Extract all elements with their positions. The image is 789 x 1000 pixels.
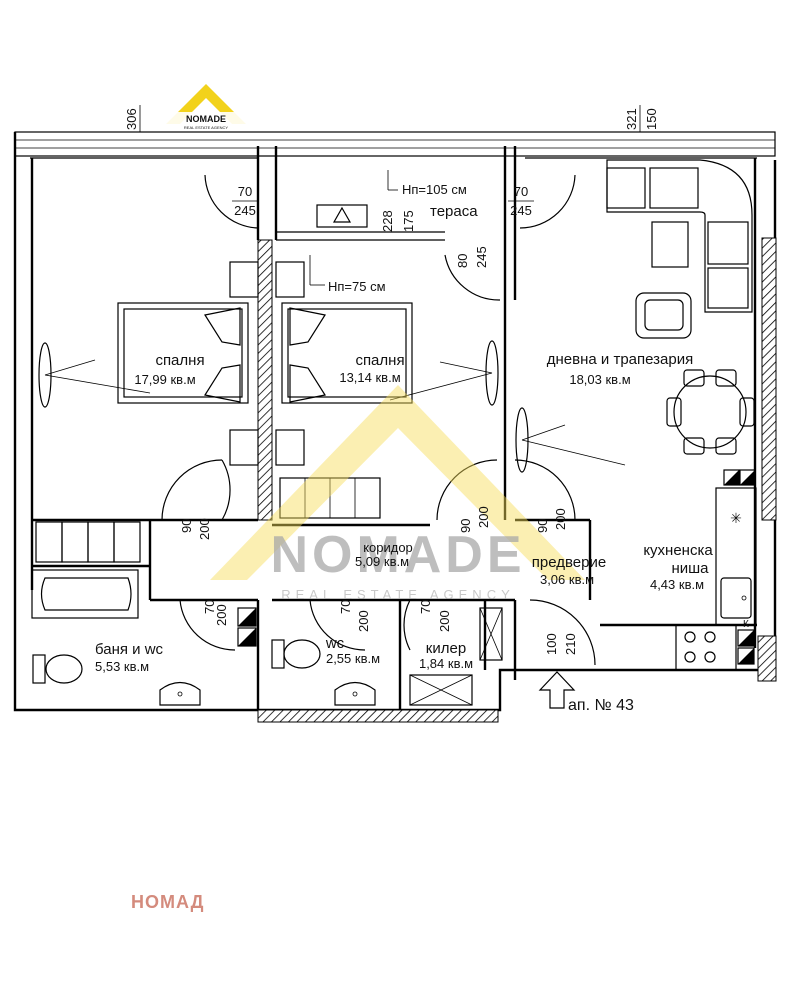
dim-terrace-window-b: 175 — [401, 210, 416, 232]
dim-top-left: 306 — [124, 108, 139, 130]
toilet-wc — [271, 639, 321, 669]
room-wc-name: wc — [325, 635, 345, 652]
watermark-brand: NOMADE — [270, 526, 525, 584]
bed-left — [117, 261, 259, 466]
dim-terrace-door-left-h: 245 — [234, 203, 256, 218]
room-storage-name: килер — [426, 640, 466, 657]
dim-terrace-door-right-w: 70 — [514, 184, 528, 199]
apartment-number: ап. № 43 — [568, 697, 634, 714]
dim-terrace-door-right-h: 245 — [510, 203, 532, 218]
storage-shelves — [409, 607, 503, 706]
bed-right — [275, 261, 413, 466]
room-entrance-area: 3,06 кв.м — [540, 572, 594, 587]
terrace-railing — [14, 131, 776, 157]
ac-unit — [309, 170, 398, 286]
watermark-tagline: REAL ESTATE AGENCY — [281, 587, 515, 602]
watermark-roof-icon — [210, 385, 585, 580]
brand-logo: NOMADE REAL ESTATE AGENCY — [166, 84, 246, 130]
dim-door-wc-w: 70 — [338, 600, 353, 614]
dim-terrace-window-a: 228 — [380, 210, 395, 232]
boiler-units — [237, 607, 257, 647]
room-corridor-area: 5,09 кв.м — [355, 554, 409, 569]
light-fixture-icon — [38, 342, 52, 408]
room-corridor-name: коридор — [363, 540, 413, 555]
wardrobe — [279, 477, 381, 519]
logo-tagline: REAL ESTATE AGENCY — [184, 125, 228, 130]
room-kitchen-name-2: ниша — [671, 560, 709, 577]
room-storage-area: 1,84 кв.м — [419, 656, 473, 671]
kitchen-unit: ✳ К — [675, 469, 757, 671]
entry-arrow-icon — [538, 671, 576, 709]
watermark: NOMADE REAL ESTATE AGENCY — [210, 385, 585, 602]
logo-brand: NOMADE — [186, 114, 226, 124]
armchair — [635, 292, 692, 339]
dim-door-living-w: 90 — [535, 519, 550, 533]
dim-living-door-w: 80 — [455, 254, 470, 268]
room-bathroom-name: баня и wc — [95, 641, 164, 658]
light-fixture-icon — [485, 340, 499, 406]
room-bathroom-area: 5,53 кв.м — [95, 659, 149, 674]
dim-door-bed-right-w: 90 — [458, 519, 473, 533]
dim-door-bed-left-w: 90 — [179, 519, 194, 533]
dim-door-storage-h: 200 — [437, 610, 452, 632]
bathtub — [31, 569, 139, 619]
toilet-bath — [32, 654, 83, 684]
room-bedroom-left-name: спалня — [155, 352, 204, 369]
light-fixture-icon — [515, 407, 529, 473]
dim-door-wc-h: 200 — [356, 610, 371, 632]
coffee-table — [651, 221, 689, 268]
sill-note-bedroom: Нп=75 см — [328, 279, 386, 294]
dim-door-storage-w: 70 — [418, 600, 433, 614]
dim-top-right-a: 321 — [624, 108, 639, 130]
room-bedroom-left-area: 17,99 кв.м — [134, 372, 195, 387]
dim-door-bath-h: 200 — [214, 604, 229, 626]
top-dimension-right: 321 150 — [624, 105, 659, 132]
dim-door-bath-w: 70 — [202, 600, 217, 614]
dim-living-door-h: 245 — [474, 246, 489, 268]
dim-entry-door-h: 210 — [563, 633, 578, 655]
dim-door-living-h: 200 — [553, 508, 568, 530]
dining-table — [666, 369, 755, 455]
laundry-baskets — [35, 521, 141, 563]
sill-note-terrace: Нп=105 см — [402, 182, 467, 197]
room-entrance-name: предверие — [532, 554, 606, 571]
room-living-area: 18,03 кв.м — [569, 372, 630, 387]
dim-door-bed-right-h: 200 — [476, 506, 491, 528]
dim-door-bed-left-h: 200 — [197, 518, 212, 540]
dim-terrace-door-left-w: 70 — [238, 184, 252, 199]
interior-walls — [32, 146, 757, 710]
dim-top-right-b: 150 — [644, 108, 659, 130]
room-living-name: дневна и трапезария — [547, 351, 693, 368]
room-kitchen-name-1: кухненска — [643, 542, 713, 559]
top-dimension-left: 306 — [124, 105, 141, 132]
dim-entry-door-w: 100 — [544, 633, 559, 655]
sofa — [606, 159, 753, 313]
room-kitchen-area: 4,43 кв.м — [650, 577, 704, 592]
kitchen-marker: К — [743, 619, 749, 630]
outer-walls — [13, 132, 777, 723]
sink-bath — [159, 681, 201, 706]
room-bedroom-right-area: 13,14 кв.м — [339, 370, 400, 385]
room-bedroom-right-name: спалня — [355, 352, 404, 369]
sink-wc — [334, 681, 376, 706]
ceiling-lights — [38, 340, 626, 473]
room-terrace-name: тераса — [430, 203, 478, 220]
room-wc-area: 2,55 кв.м — [326, 651, 380, 666]
snowflake-icon: ✳ — [730, 510, 742, 526]
footer-brand: НОМАД — [131, 892, 205, 912]
